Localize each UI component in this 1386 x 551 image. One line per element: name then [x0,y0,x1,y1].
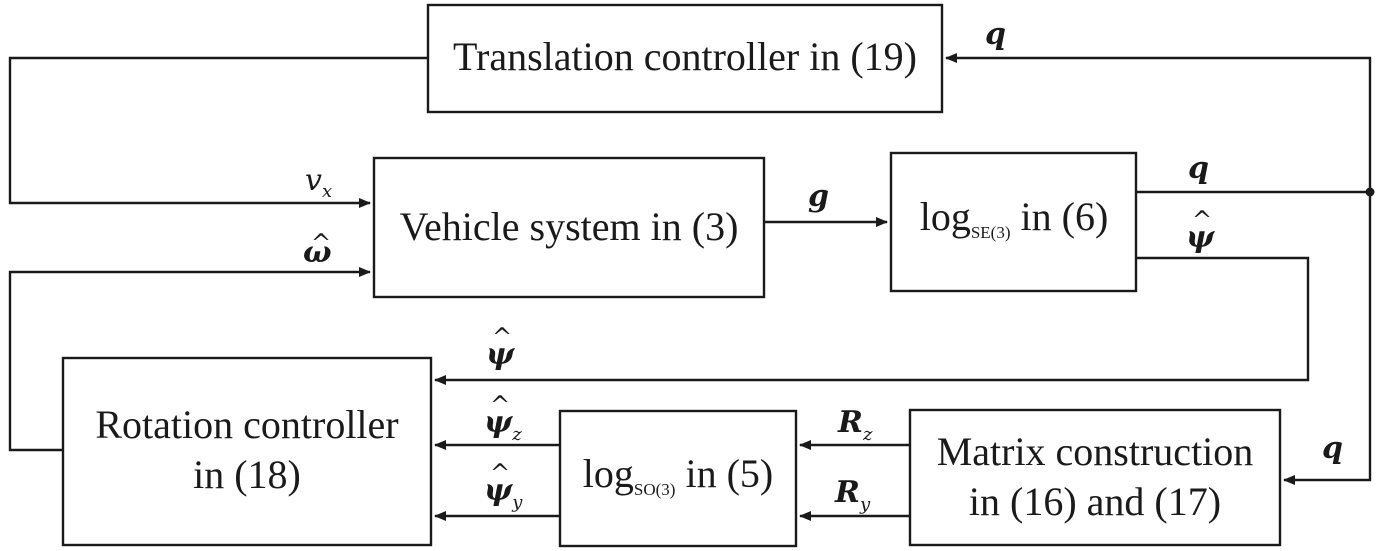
psi-z-symbol: ψz [484,405,522,445]
psi-hat-label-lower: ψ ^ [486,323,516,372]
omega-hat-label: ω ^ [303,229,332,270]
vehicle-system-label: Vehicle system in (3) [400,204,739,249]
vx-signal-line [8,56,428,208]
log-so3-block: logSO(3) in (5) [558,409,798,548]
log-se3-block: logSE(3) in (6) [889,151,1138,293]
psi-symbol-upper: ψ [1186,220,1216,255]
psi-y-symbol: ψy [484,473,523,513]
q-label-bottom: q [1322,431,1343,466]
rotation-controller-block: Rotation controller in (18) [61,356,433,547]
q-label-mid: q [1188,151,1209,186]
log-so3-label: logSO(3) in (5) [583,451,773,499]
matrix-construction-label-line1: Matrix construction [937,429,1254,474]
rz-label: Rz [837,405,873,445]
vx-label: vx [305,163,332,202]
psi-z-hat-accent: ^ [490,391,510,419]
psi-y-hat-label: ψy ^ [484,459,523,513]
omega-hat-accent: ^ [311,229,331,257]
ry-label: Ry [834,475,871,515]
matrix-construction-label-line2: in (16) and (17) [969,479,1221,524]
omega-hat-signal-line [8,267,371,452]
q-label-top: q [985,17,1006,52]
psi-hat-accent-upper: ^ [1192,206,1212,234]
omega-symbol: ω [303,235,332,270]
rotation-controller-label-line1: Rotation controller [95,402,398,447]
q-to-matrix-line [1283,192,1372,485]
log-se3-label: logSE(3) in (6) [920,194,1109,242]
psi-hat-accent-lower: ^ [492,323,512,351]
psi-hat-label-upper: ψ ^ [1186,206,1216,255]
g-label: g [808,179,829,214]
matrix-construction-block: Matrix construction in (16) and (17) [908,408,1282,547]
psi-y-hat-accent: ^ [490,459,510,487]
psi-hat-signal-line [434,256,1310,385]
rotation-controller-label-line2: in (18) [193,452,301,497]
psi-z-hat-label: ψz ^ [484,391,522,445]
translation-controller-block: Translation controller in (19) [426,3,944,114]
q-to-translation-line [945,53,1372,192]
junction-dot [1365,187,1375,197]
vehicle-system-block: Vehicle system in (3) [372,156,766,299]
translation-controller-label: Translation controller in (19) [453,34,917,79]
psi-symbol-lower: ψ [486,337,516,372]
